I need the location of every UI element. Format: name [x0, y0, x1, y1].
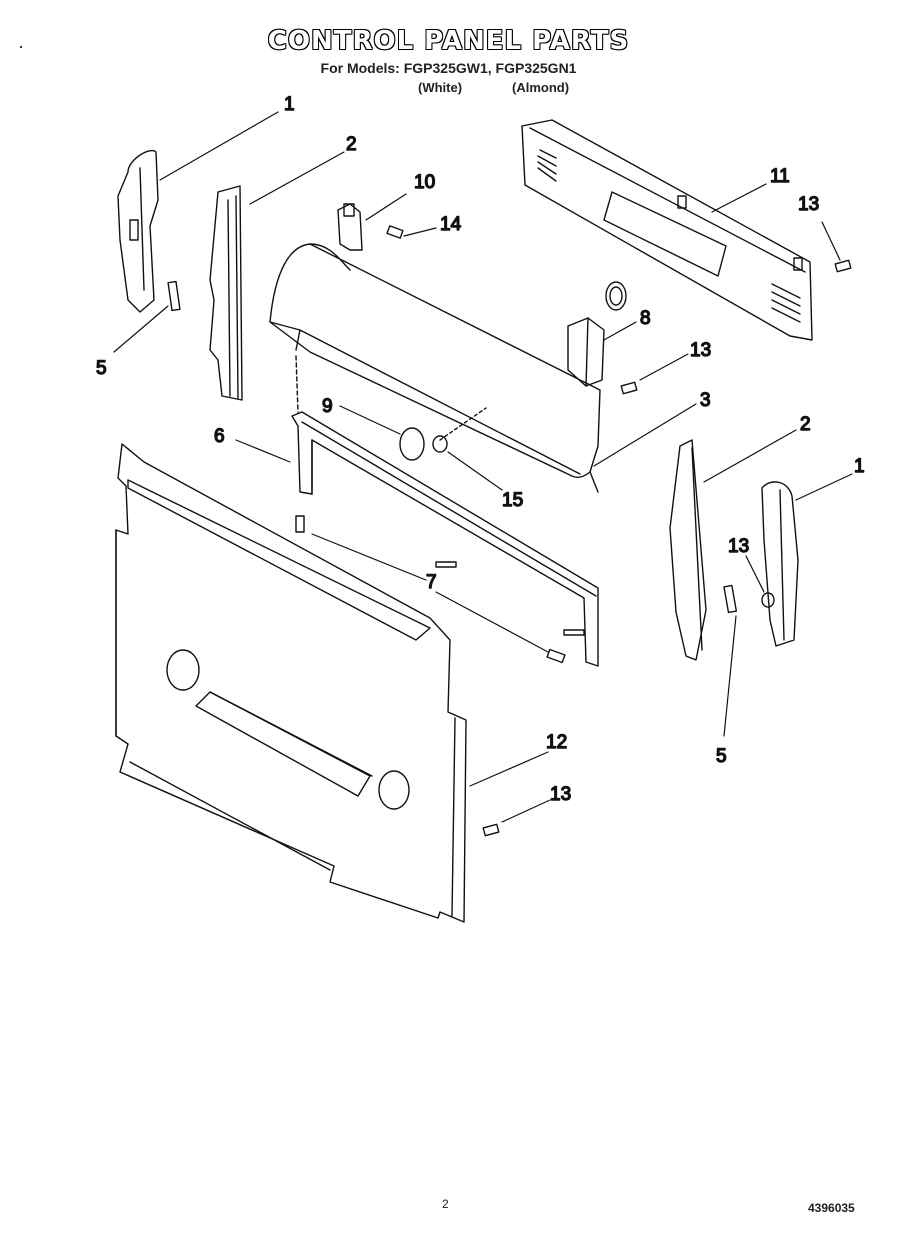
models-line: For Models: FGP325GW1, FGP325GN1 — [320, 60, 577, 76]
part-12-backguard — [115, 443, 467, 923]
part-13-mid-screw — [620, 381, 638, 395]
callout-8: 8 — [640, 308, 651, 329]
callout-13-right: 13 — [728, 536, 749, 557]
leader-lines — [113, 111, 853, 823]
part-1-left-endcap — [117, 149, 159, 313]
document-number: 4396035 — [808, 1201, 855, 1215]
callout-5-right: 5 — [716, 746, 727, 767]
part-2-left-bracket — [209, 185, 243, 401]
callout-15: 15 — [502, 490, 523, 511]
part-2-right-bracket — [669, 439, 707, 661]
callout-12: 12 — [546, 732, 567, 753]
callout-7: 7 — [426, 572, 437, 593]
part-5-right-clip — [723, 584, 738, 614]
variant-white-label: (White) — [418, 80, 463, 95]
part-15-knob-shaft — [432, 407, 487, 453]
part-6-panel-bracket — [291, 411, 599, 667]
callout-13-bottom: 13 — [550, 784, 571, 805]
part-11-rear-panel — [521, 119, 813, 341]
callout-1-right: 1 — [854, 456, 865, 477]
assembly-line — [295, 355, 299, 413]
variant-almond-label: (Almond) — [512, 80, 570, 95]
part-10-switch-bracket — [337, 203, 363, 251]
callout-1-left: 1 — [284, 94, 295, 115]
page-title: CONTROL PANEL PARTS — [267, 26, 630, 56]
callout-10: 10 — [414, 172, 435, 193]
part-7-screw-right — [546, 648, 566, 664]
part-7-screw-left — [295, 515, 305, 533]
callout-9: 9 — [322, 396, 333, 417]
part-9-knob — [399, 427, 425, 461]
part-13-right-screw — [761, 592, 775, 608]
scan-speck — [20, 46, 22, 48]
part-5-left-clip — [167, 280, 181, 312]
page-number: 2 — [442, 1197, 449, 1211]
part-3-control-panel — [269, 243, 601, 493]
callout-14: 14 — [440, 214, 462, 235]
part-14-screw — [386, 225, 404, 239]
part-8-switch-block — [567, 281, 627, 387]
part-13-top-screw — [834, 259, 852, 273]
callout-2-left: 2 — [346, 134, 357, 155]
callout-5-left: 5 — [96, 358, 107, 379]
callout-13-top: 13 — [798, 194, 819, 215]
part-13-bottom-screw — [482, 823, 500, 837]
callout-6: 6 — [214, 426, 225, 447]
callout-2-right: 2 — [800, 414, 811, 435]
callout-13-mid: 13 — [690, 340, 711, 361]
callout-3: 3 — [700, 390, 711, 411]
part-1-right-endcap — [761, 481, 799, 647]
callout-11: 11 — [770, 166, 790, 187]
